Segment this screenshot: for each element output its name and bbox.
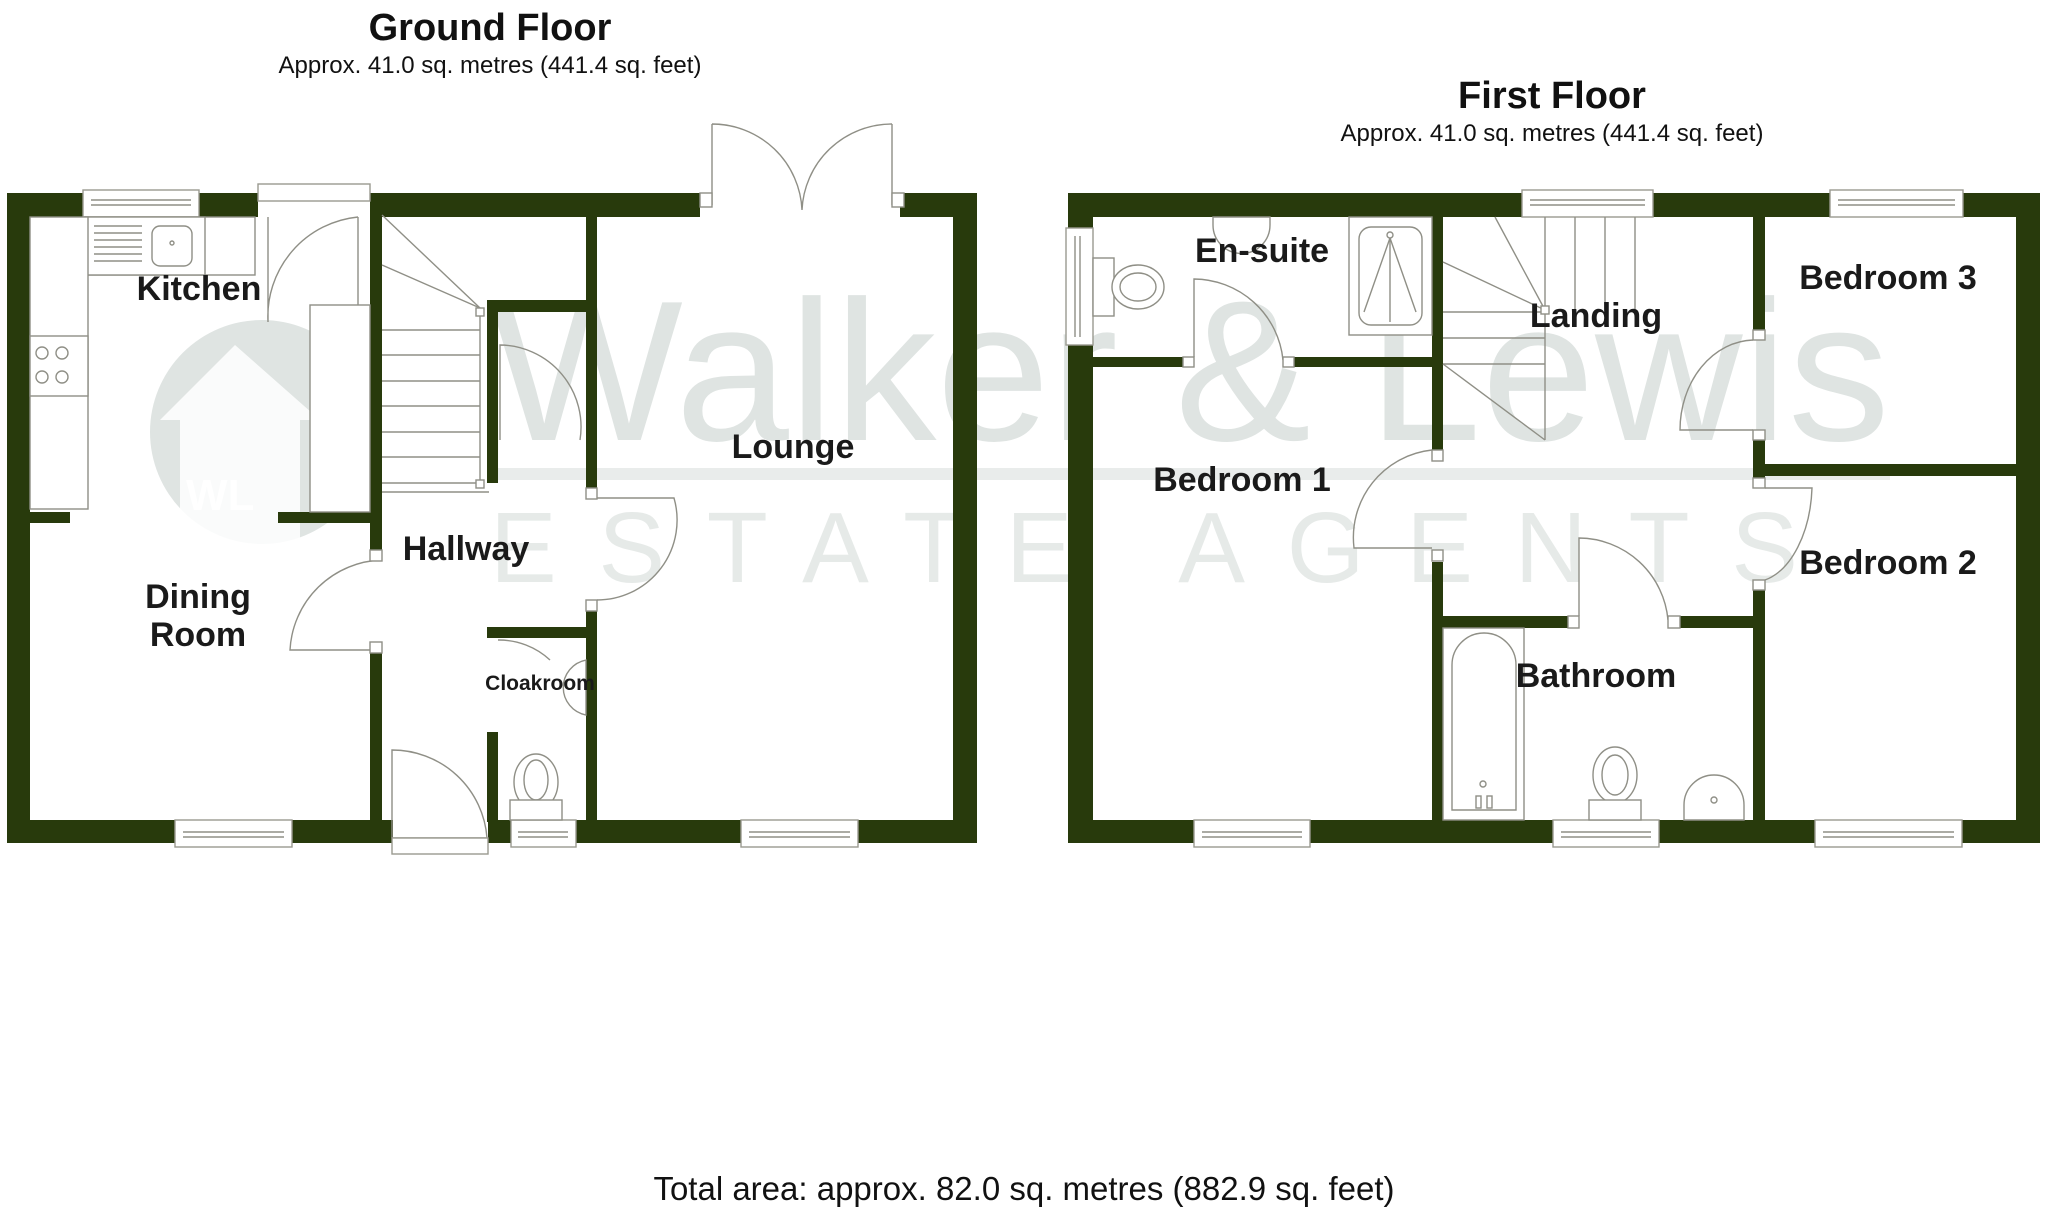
ground-floor-windows [82,189,859,848]
watermark-tagline: ESTATE AGENTS [490,492,1890,604]
watermark-rule [490,468,1890,480]
en-suite-wc-icon [1092,257,1165,317]
ground-floor-title: Ground Floor [369,7,612,49]
watermark: WL Walker & Lewis ESTATE AGENTS [150,260,1890,604]
bathroom-basin-icon [1683,774,1745,821]
first-floor-windows [1065,189,1964,848]
room-label-en-suite: En-suite [1195,232,1329,270]
hob-icon [29,335,89,397]
ground-floor-walls [7,193,977,843]
room-label-landing: Landing [1530,297,1662,335]
shower-tray-icon [1348,216,1433,336]
room-label-bedroom-3: Bedroom 3 [1799,259,1977,297]
room-label-dining-room-line1: Dining [145,578,251,616]
first-floor-walls [1068,193,2040,843]
room-label-bedroom-2: Bedroom 2 [1799,544,1977,582]
first-floor-title: First Floor [1458,75,1646,117]
watermark-brand: Walker & Lewis [490,260,1890,483]
ground-floor-fixtures [29,214,587,821]
first-floor-doors [1182,278,1813,629]
first-floor-fixtures [1092,216,1745,821]
tall-unit [309,304,371,513]
ground-floor: Ground Floor Approx. 41.0 sq. metres (44… [7,7,977,855]
en-suite-basin-icon [1212,216,1271,255]
first-floor-area: Approx. 41.0 sq. metres (441.4 sq. feet) [1341,120,1764,147]
room-label-dining-room-line2: Room [150,616,246,654]
room-label-cloakroom: Cloakroom [485,672,595,695]
room-label-bathroom: Bathroom [1516,657,1677,695]
drainer-icon [94,225,142,262]
bathroom-wc-icon [1588,746,1642,821]
bath-icon [1442,627,1525,821]
cloakroom-basin-icon [562,659,587,716]
ground-floor-area: Approx. 41.0 sq. metres (441.4 sq. feet) [279,52,702,79]
total-area: Total area: approx. 82.0 sq. metres (882… [653,1170,1394,1207]
room-label-kitchen: Kitchen [137,270,262,308]
watermark-logo-initials: WL [186,471,254,520]
room-label-bedroom-1: Bedroom 1 [1153,461,1331,499]
staircase [381,214,489,493]
room-label-hallway: Hallway [403,530,530,568]
landing-staircase [1442,216,1636,441]
sink-icon [151,225,193,267]
room-label-lounge: Lounge [732,428,855,466]
cloakroom-wc-icon [509,753,563,821]
first-floor: First Floor Approx. 41.0 sq. metres (441… [1065,75,2040,848]
